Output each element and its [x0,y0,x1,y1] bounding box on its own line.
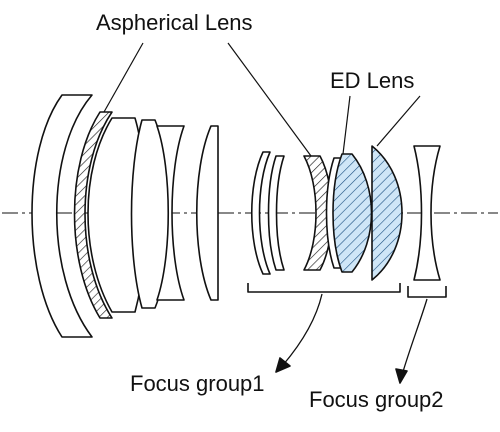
ed-leader-1 [342,95,351,155]
focus-group1-arrowhead [275,357,291,373]
front-meniscus-lens [31,94,93,338]
ed-lens-label: ED Lens [330,68,415,93]
aspherical-leader-2 [227,42,312,157]
focus1-element-1 [250,151,271,275]
focus-group1-label: Focus group1 [130,371,265,396]
focus-group2-arrowhead [395,368,408,384]
aspherical-leader-1 [103,42,144,113]
ed-lens-1 [332,153,373,273]
aspherical-lens-label: Aspherical Lens [96,10,253,35]
focus1-element-2 [267,155,285,271]
focus-group1-bracket [247,283,401,293]
ed-leader-2 [376,95,421,147]
focus-group2-label: Focus group2 [309,387,444,412]
ed-lens-2 [371,145,403,281]
group1-element-4 [156,125,185,301]
group1-element-5 [195,125,219,301]
aspherical-lens-1 [73,111,113,319]
focus2-element [413,145,441,281]
focus-group2-bracket [407,286,447,298]
focus-group2-arrow [401,298,428,376]
focus-group1-arrow [282,293,323,366]
